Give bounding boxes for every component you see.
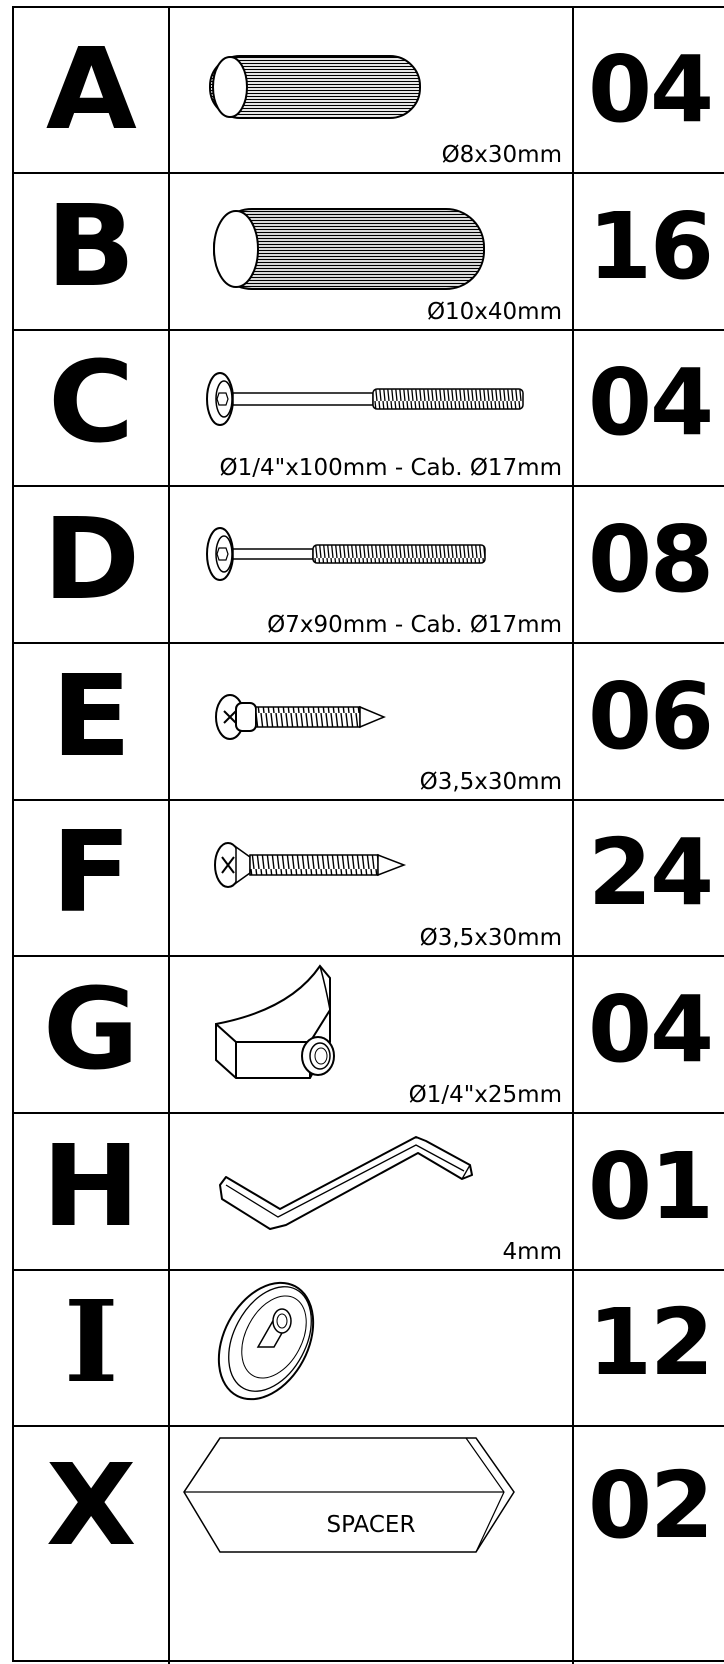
part-dimension: Ø10x40mm <box>426 299 562 325</box>
part-letter: B <box>46 182 136 312</box>
part-illustration-cell: Ø8x30mm <box>170 8 574 172</box>
part-illustration-cell: Ø3,5x30mm <box>170 791 574 955</box>
part-letter-cell: D <box>14 478 170 642</box>
part-quantity-cell: 08 <box>574 478 724 642</box>
part-quantity: 16 <box>587 193 714 300</box>
part-row-f: F Ø3,5x30mm 24 <box>14 791 724 957</box>
part-illustration-cell: Ø1/4"x25mm <box>170 948 574 1112</box>
spacer-block-icon <box>183 1437 515 1553</box>
part-illustration-cell: Ø3,5x30mm <box>170 635 574 799</box>
wooden-dowel-icon <box>213 208 485 290</box>
part-row-g: G Ø1/4"x25mm 04 <box>14 948 724 1114</box>
part-letter: F <box>50 808 132 938</box>
part-row-i: I 12 <box>14 1261 724 1427</box>
part-quantity-cell: 01 <box>574 1105 724 1269</box>
part-quantity-cell: 16 <box>574 165 724 329</box>
part-letter-cell: B <box>14 165 170 329</box>
barrel-nut-icon <box>215 964 335 1079</box>
connector-bolt-icon <box>206 372 524 426</box>
part-dimension: 4mm <box>502 1239 562 1265</box>
part-quantity: 04 <box>587 36 714 143</box>
part-illustration-cell: Ø1/4"x100mm - Cab. Ø17mm <box>170 321 574 485</box>
part-quantity: 06 <box>587 663 714 770</box>
part-letter-cell: C <box>14 321 170 485</box>
pan-head-screw-icon <box>215 694 386 740</box>
part-quantity-cell: 06 <box>574 635 724 799</box>
part-row-e: E Ø3,5x30mm 06 <box>14 635 724 801</box>
part-letter: G <box>42 965 140 1095</box>
part-quantity-cell: 04 <box>574 8 724 172</box>
part-letter-cell: I <box>14 1261 170 1425</box>
part-quantity: 02 <box>587 1452 714 1559</box>
part-row-b: B Ø10x40mm 16 <box>14 165 724 331</box>
part-quantity: 04 <box>587 976 714 1083</box>
parts-list-table: A Ø8x30mm 04 B <box>12 6 724 1664</box>
part-quantity-cell: 04 <box>574 948 724 1112</box>
part-letter-cell: E <box>14 635 170 799</box>
part-letter: E <box>50 652 132 782</box>
wooden-dowel-icon <box>209 55 421 119</box>
part-quantity: 08 <box>587 506 714 613</box>
spacer-label: SPACER <box>326 1512 416 1538</box>
part-quantity: 24 <box>587 819 714 926</box>
part-row-h: H 4mm 01 <box>14 1105 724 1271</box>
part-illustration-cell <box>170 1261 574 1425</box>
part-illustration-cell: 4mm <box>170 1105 574 1269</box>
part-letter-cell: X <box>14 1418 170 1664</box>
part-letter: D <box>42 495 140 625</box>
part-letter-cell: H <box>14 1105 170 1269</box>
part-quantity-cell: 02 <box>574 1418 724 1664</box>
part-letter-cell: F <box>14 791 170 955</box>
part-row-c: C Ø1/4"x100mm - Cab. Ø17mm 04 <box>14 321 724 487</box>
part-row-x: X SPACER 02 <box>14 1418 724 1664</box>
part-letter: I <box>63 1277 119 1408</box>
part-dimension: Ø8x30mm <box>441 142 562 168</box>
part-row-d: D Ø7x90mm - Cab. Ø17mm 08 <box>14 478 724 644</box>
part-quantity-cell: 24 <box>574 791 724 955</box>
cam-disc-icon <box>217 1281 315 1401</box>
part-illustration-cell: Ø10x40mm <box>170 165 574 329</box>
part-quantity: 12 <box>587 1289 714 1396</box>
part-dimension: Ø1/4"x100mm - Cab. Ø17mm <box>219 455 563 481</box>
part-letter: X <box>45 1441 137 1571</box>
part-illustration-cell: SPACER <box>170 1418 574 1664</box>
part-letter-cell: A <box>14 8 170 172</box>
part-quantity: 04 <box>587 349 714 456</box>
part-letter: H <box>41 1122 141 1252</box>
part-letter: A <box>45 25 137 155</box>
part-dimension: Ø7x90mm - Cab. Ø17mm <box>267 612 562 638</box>
part-quantity: 01 <box>587 1133 714 1240</box>
part-row-a: A Ø8x30mm 04 <box>14 8 724 174</box>
part-dimension: Ø3,5x30mm <box>419 769 562 795</box>
flat-head-screw-icon <box>214 842 407 888</box>
part-illustration-cell: Ø7x90mm - Cab. Ø17mm <box>170 478 574 642</box>
part-dimension: Ø3,5x30mm <box>419 925 562 951</box>
part-letter: C <box>47 338 135 468</box>
part-quantity-cell: 04 <box>574 321 724 485</box>
part-dimension: Ø1/4"x25mm <box>408 1082 562 1108</box>
part-quantity-cell: 12 <box>574 1261 724 1425</box>
allen-key-icon <box>219 1136 473 1230</box>
part-letter-cell: G <box>14 948 170 1112</box>
connector-bolt-icon <box>206 527 486 581</box>
